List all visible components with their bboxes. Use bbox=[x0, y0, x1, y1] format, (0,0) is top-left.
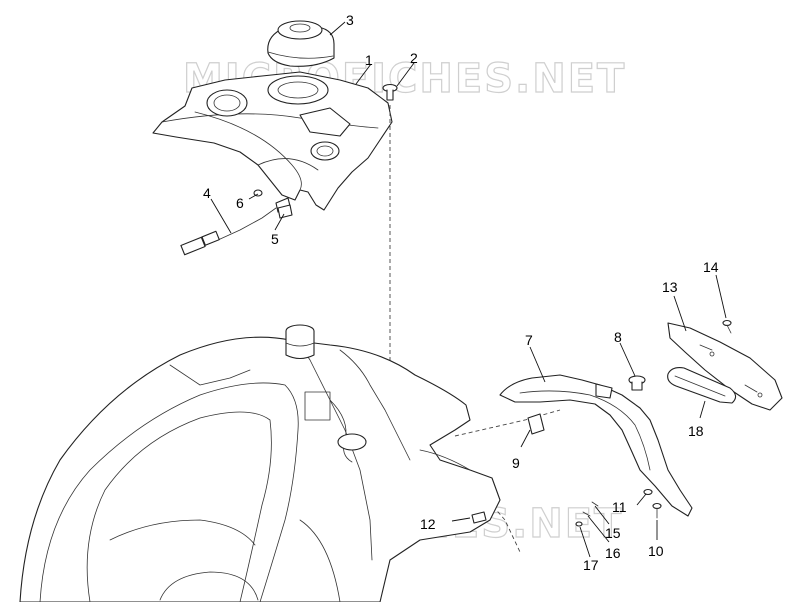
leader-lines bbox=[210, 21, 727, 558]
callout-13: 13 bbox=[662, 279, 678, 295]
callout-8: 8 bbox=[614, 329, 622, 345]
part-2-screw[interactable] bbox=[382, 83, 398, 101]
callout-17: 17 bbox=[583, 557, 599, 573]
part-10-screw[interactable] bbox=[652, 502, 662, 519]
part-3-cap[interactable] bbox=[267, 20, 335, 67]
alignment-line-rear bbox=[454, 409, 561, 437]
part-8-bolt[interactable] bbox=[628, 375, 646, 391]
body-frame bbox=[19, 336, 501, 602]
callout-16: 16 bbox=[605, 545, 621, 561]
callout-11: 11 bbox=[612, 499, 627, 515]
part-5-clip[interactable] bbox=[277, 204, 293, 219]
part-4-cable[interactable] bbox=[180, 197, 291, 256]
frame-top-bearing bbox=[285, 324, 315, 360]
callout-10: 10 bbox=[648, 543, 664, 559]
part-13-plate-holder[interactable] bbox=[667, 322, 783, 411]
callout-7: 7 bbox=[525, 332, 533, 348]
callout-4: 4 bbox=[203, 185, 211, 201]
callout-6: 6 bbox=[236, 195, 244, 211]
callout-9: 9 bbox=[512, 455, 520, 471]
part-1-top-cover[interactable] bbox=[152, 71, 393, 211]
part-16-pin[interactable] bbox=[582, 511, 591, 517]
callout-12: 12 bbox=[420, 516, 436, 532]
callout-14: 14 bbox=[703, 259, 719, 275]
part-15-pin[interactable] bbox=[591, 501, 599, 507]
part-14-screw[interactable] bbox=[722, 319, 732, 334]
part-7-rear-mudguard[interactable] bbox=[499, 374, 693, 517]
part-11-washer[interactable] bbox=[643, 488, 653, 496]
callout-3: 3 bbox=[346, 12, 354, 28]
part-6-ring[interactable] bbox=[253, 189, 263, 197]
callout-5: 5 bbox=[271, 231, 279, 247]
callout-2: 2 bbox=[410, 50, 418, 66]
part-9-clip[interactable] bbox=[527, 413, 545, 435]
part-12-bracket[interactable] bbox=[471, 511, 487, 524]
callout-18: 18 bbox=[688, 423, 704, 439]
callout-15: 15 bbox=[605, 525, 621, 541]
part-18-reflector[interactable] bbox=[667, 367, 737, 404]
part-17-washer[interactable] bbox=[575, 521, 583, 527]
callout-1: 1 bbox=[365, 52, 373, 68]
